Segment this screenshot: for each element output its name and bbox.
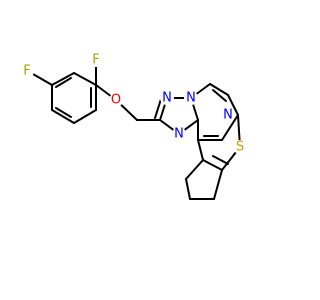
bond: [197, 139, 204, 161]
bond: [227, 94, 239, 116]
bond: [185, 178, 191, 200]
atom-sulfur: S: [233, 140, 247, 155]
fluorine-label: F: [23, 64, 30, 79]
oxymethyl-linker: [115, 99, 161, 121]
bond: [73, 72, 97, 86]
nitrogen-label: N: [186, 91, 196, 106]
bond: [51, 109, 75, 124]
cyclopentane-ring: [185, 159, 223, 200]
difluorophenyl-ring: [32, 65, 117, 124]
oxygen-label: O: [111, 93, 121, 108]
atom-n-bridge: N: [184, 91, 198, 106]
bond: [73, 109, 97, 124]
double-bond-inner: [212, 89, 227, 102]
nitrogen-label: N: [223, 108, 233, 123]
fluorine-label: F: [92, 53, 99, 68]
atom-n-triazole-bottom: N: [172, 127, 186, 142]
bond: [202, 159, 223, 171]
bond: [209, 83, 229, 96]
bond: [51, 72, 75, 86]
double-bond-inner: [55, 107, 72, 118]
atom-f-top: F: [89, 53, 103, 68]
atom-n-triazole-top: N: [160, 91, 174, 106]
nitrogen-label: N: [174, 127, 184, 142]
double-bond-inner: [154, 98, 162, 119]
double-bond-inner: [55, 77, 72, 88]
bond: [213, 169, 223, 200]
atom-f-left: F: [20, 64, 34, 79]
molecule-diagram: F F O N N N N S: [20, 52, 247, 200]
structure-svg: F F O N N N N S: [20, 52, 247, 200]
bond: [185, 159, 204, 180]
double-bond-inner: [212, 155, 229, 165]
bond: [221, 114, 239, 141]
atom-n-pyrimidine: N: [221, 108, 235, 123]
pyrimidine-ring: [190, 83, 239, 141]
atom-oxygen: O: [109, 93, 123, 108]
bond-to-fluorine: [32, 73, 53, 86]
nitrogen-label: N: [162, 91, 172, 106]
sulfur-label: S: [236, 140, 244, 155]
